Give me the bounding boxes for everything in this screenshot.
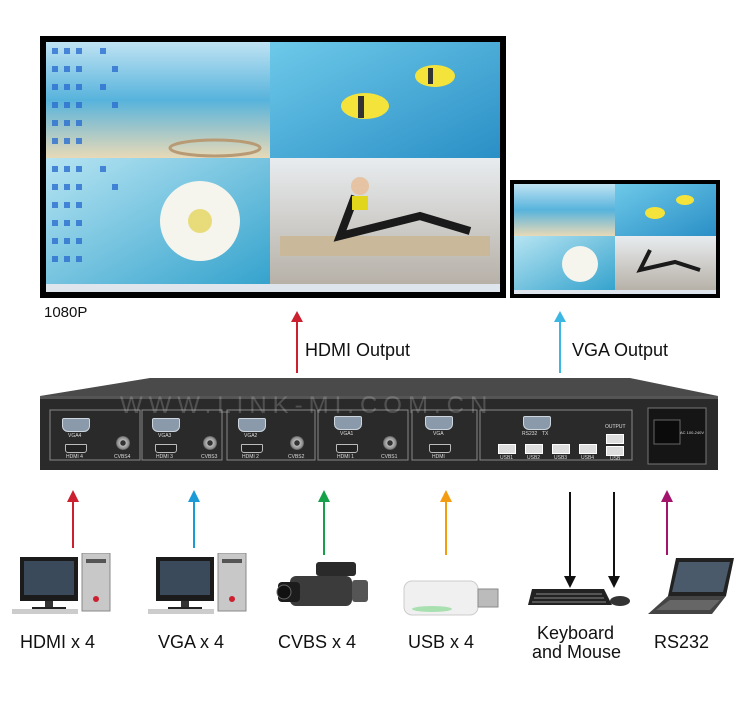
vga1-port [334, 416, 362, 430]
cvbs3-port [203, 436, 217, 450]
vga3-label: VGA3 [158, 433, 172, 439]
hdmi-output-port [429, 444, 451, 453]
hdmi4-port [65, 444, 87, 453]
hdmi-input-label: HDMI x 4 [20, 632, 96, 652]
hdmi-output-label: HDMI [432, 454, 445, 460]
vga-output-label: VGA [433, 431, 444, 437]
hdmi-monitor [40, 36, 506, 298]
usb4-label: USB4 [581, 455, 595, 461]
usb2-label: USB2 [527, 455, 541, 461]
usb3-port [552, 444, 570, 454]
usb-output-port-b [606, 446, 624, 456]
vga-monitor-screen [514, 184, 716, 294]
hdmi1-port [336, 444, 358, 453]
hdmi2-port [241, 444, 263, 453]
vga2-label: VGA2 [244, 433, 258, 439]
output-label: OUTPUT [605, 424, 626, 430]
vga2-port [238, 418, 266, 432]
watermark: WWW.LINK-MI.COM.CN [120, 392, 494, 419]
usb-input-label: USB x 4 [408, 632, 475, 652]
video-wall-controller: WWW.LINK-MI.COM.CN VGA4 VGA3 VGA2 VGA1 V… [40, 378, 718, 470]
usb4-port [579, 444, 597, 454]
rs232-input-label: RS232 [654, 632, 710, 652]
cvbs2-label: CVBS2 [288, 454, 305, 460]
vga-output-label: VGA Output [572, 340, 669, 360]
hdmi-pc-icon [12, 553, 111, 614]
cvbs1-port [383, 436, 397, 450]
usb3-label: USB3 [554, 455, 568, 461]
vga4-port [62, 418, 90, 432]
resolution-label: 1080P [44, 304, 88, 321]
hdmi3-port [155, 444, 177, 453]
cvbs4-label: CVBS4 [114, 454, 131, 460]
keyboard-mouse-icon [528, 589, 630, 606]
desktop-icons [52, 48, 118, 262]
camcorder-icon [276, 562, 368, 606]
laptop-icon [648, 558, 734, 614]
vga1-label: VGA1 [340, 431, 354, 437]
usb-output-label: USB [610, 456, 621, 462]
beach-tile [46, 42, 270, 158]
device-body [40, 378, 718, 470]
hdmi2-label: HDMI 2 [242, 454, 259, 460]
cvbs4-port [116, 436, 130, 450]
cvbs-input-label: CVBS x 4 [278, 632, 357, 652]
ac-label: AC 100-240V [680, 430, 705, 435]
hdmi-output-label: HDMI Output [305, 340, 411, 360]
cvbs3-label: CVBS3 [201, 454, 218, 460]
vga-monitor [510, 180, 720, 298]
monitor-screen [46, 42, 500, 292]
cvbs2-port [290, 436, 304, 450]
vga-input-label: VGA x 4 [158, 632, 225, 652]
hdmi1-label: HDMI 1 [337, 454, 354, 460]
usb2-port [525, 444, 543, 454]
cvbs1-label: CVBS1 [381, 454, 398, 460]
usb-output-port-a [606, 434, 624, 444]
hdmi4-label: HDMI 4 [66, 454, 83, 460]
hdmi3-label: HDMI 3 [156, 454, 173, 460]
tx-label: TX [542, 431, 549, 437]
vga4-label: VGA4 [68, 433, 82, 439]
rs232-label: RS232 [522, 431, 538, 437]
taskbar [46, 284, 500, 292]
usb1-label: USB1 [500, 455, 514, 461]
vga3-port [152, 418, 180, 432]
usb-dongle-icon [403, 580, 499, 616]
keyboard-label: Keyboard [537, 623, 615, 643]
usb1-port [498, 444, 516, 454]
rs232-port [523, 416, 551, 430]
vga-pc-icon [148, 553, 247, 614]
and-mouse-label: and Mouse [532, 642, 622, 662]
vga-output-port [425, 416, 453, 430]
